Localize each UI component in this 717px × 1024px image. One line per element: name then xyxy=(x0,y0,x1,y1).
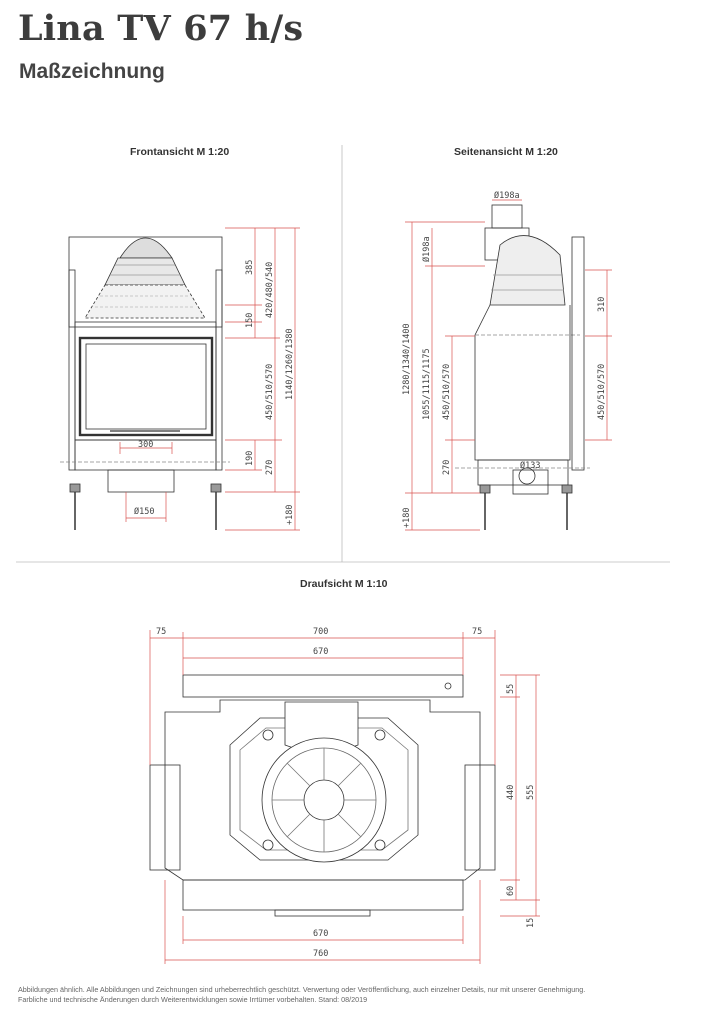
front-body xyxy=(74,321,217,441)
top-front-plate xyxy=(182,879,464,911)
top-dimension-lines xyxy=(149,630,540,964)
footer-line-1: Abbildungen ähnlich. Alle Abbildungen un… xyxy=(18,985,586,994)
page-title: Lina TV 67 h/s xyxy=(18,8,304,49)
side-dim-180: +180 xyxy=(402,508,412,528)
front-dim-150-dia: Ø150 xyxy=(134,506,154,517)
front-foot-right xyxy=(210,483,222,493)
front-dim-385: 385 xyxy=(245,260,255,275)
side-base xyxy=(477,459,569,486)
footer-line-2: Farbliche und technische Änderungen durc… xyxy=(18,995,368,1004)
top-dim-15: 15 xyxy=(526,918,536,928)
top-dim-60: 60 xyxy=(506,886,516,896)
front-frame-left xyxy=(68,269,76,471)
front-heat-exchanger xyxy=(104,257,186,286)
front-view-title: Frontansicht M 1:20 xyxy=(130,146,230,158)
front-dim-150: 150 xyxy=(245,313,255,328)
side-dim-450-b: 450/510/570 xyxy=(442,364,452,420)
top-dim-75-left: 75 xyxy=(156,627,166,637)
side-flue-pipe xyxy=(491,204,523,229)
side-rear-frame xyxy=(571,236,585,471)
top-firebox xyxy=(229,717,419,861)
side-dim-198-side: Ø198a xyxy=(421,236,432,262)
side-air-intake xyxy=(518,467,536,485)
front-dim-420: 420/480/540 xyxy=(265,262,275,318)
side-dim-450-r: 450/510/570 xyxy=(597,364,607,420)
top-ribs xyxy=(272,748,376,852)
front-dim-450: 450/510/570 xyxy=(265,364,275,420)
side-dome xyxy=(489,235,566,306)
front-dim-300: 300 xyxy=(138,440,153,450)
top-dim-670-bottom: 670 xyxy=(313,929,328,939)
side-dim-1280: 1280/1340/1400 xyxy=(402,323,412,395)
side-dim-1055: 1055/1115/1175 xyxy=(422,348,432,420)
top-dim-760: 760 xyxy=(313,949,328,959)
top-dim-440: 440 xyxy=(506,785,516,800)
front-air-intake xyxy=(107,469,175,493)
side-view-title: Seitenansicht M 1:20 xyxy=(454,146,558,158)
top-dim-700: 700 xyxy=(313,627,328,637)
side-dim-198-top: Ø198a xyxy=(494,190,520,201)
front-dimension-lines xyxy=(119,227,300,531)
side-foot-left xyxy=(479,484,491,494)
top-dim-670-top: 670 xyxy=(313,647,328,657)
top-dim-555: 555 xyxy=(526,785,536,800)
footer-disclaimer: Abbildungen ähnlich. Alle Abbildungen un… xyxy=(18,985,708,1005)
front-door xyxy=(78,336,214,437)
page-subtitle: Maßzeichnung xyxy=(19,60,165,83)
side-foot-right xyxy=(561,484,573,494)
front-deflector xyxy=(84,284,206,319)
side-dimension-lines xyxy=(405,199,612,531)
top-dim-55: 55 xyxy=(506,684,516,694)
top-outer-body xyxy=(164,699,481,881)
front-dim-180: +180 xyxy=(285,505,295,525)
front-glass xyxy=(85,343,207,430)
side-view-drawing xyxy=(455,204,590,530)
front-foot-left xyxy=(69,483,81,493)
front-frame-right xyxy=(215,269,223,471)
side-dim-310: 310 xyxy=(597,297,607,312)
top-handle xyxy=(274,909,371,917)
front-view-drawing xyxy=(60,236,230,530)
top-rear-plate xyxy=(182,674,464,698)
front-dim-270: 270 xyxy=(265,460,275,475)
top-dim-75-right: 75 xyxy=(472,627,482,637)
side-air-box xyxy=(512,469,549,495)
top-view-drawing xyxy=(149,674,496,917)
front-dome xyxy=(119,237,173,259)
front-dim-1140: 1140/1260/1380 xyxy=(285,328,295,400)
side-dim-270: 270 xyxy=(442,460,452,475)
front-dim-190: 190 xyxy=(245,451,255,466)
side-dim-133: Ø133 xyxy=(520,460,540,471)
side-body xyxy=(474,304,571,461)
top-view-title: Draufsicht M 1:10 xyxy=(300,578,388,590)
